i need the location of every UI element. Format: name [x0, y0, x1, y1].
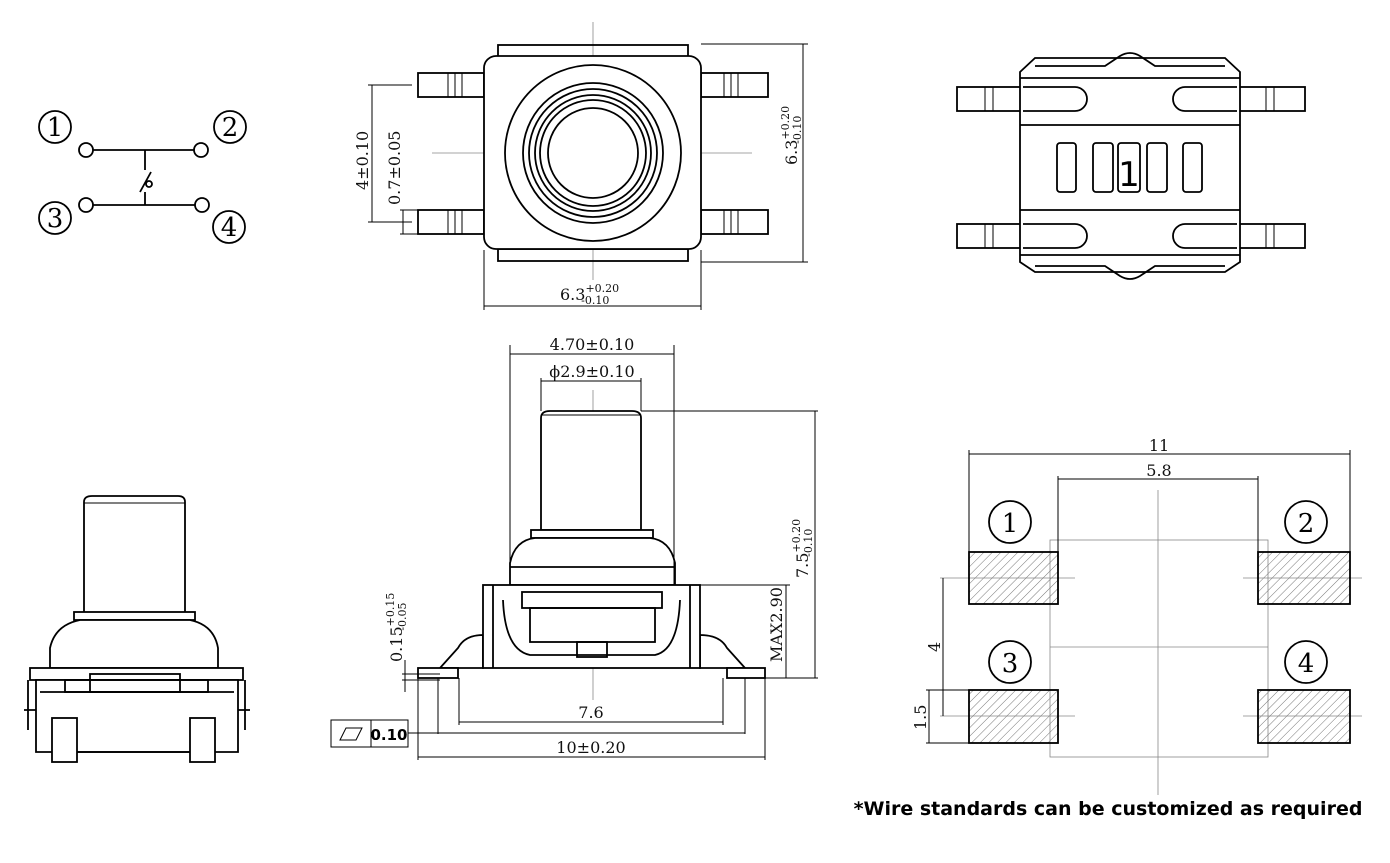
body-height-dim: MAX2.90: [767, 587, 786, 662]
back-view: 1: [956, 52, 1306, 280]
plunger-diameter-dim: ϕ2.9±0.10: [549, 362, 634, 381]
schematic-pin-4-label: 4: [221, 213, 238, 243]
pin-pitch-dim: 4±0.10: [353, 131, 372, 190]
dome-width-dim: 4.70±0.10: [550, 335, 635, 354]
standoff-dim: 0.15+0.15-0.05: [384, 593, 409, 662]
inner-width-dim: 5.8: [1146, 461, 1171, 480]
footnote: *Wire standards can be customized as req…: [854, 798, 1363, 820]
top-height-dim: 6.3+0.20-0.10: [779, 106, 804, 165]
top-view: 6.3+0.20-0.10 6.3+0.20-0.10 4±0.10 0.7±0…: [353, 22, 808, 310]
switch-schematic: 1 2 3 4: [38, 110, 247, 244]
pitch-dim: 4: [925, 642, 944, 652]
inner-span-dim: 7.6: [578, 703, 603, 722]
side-view: 4.70±0.10 ϕ2.9±0.10 7.5+0.20-0.10 MAX2.9…: [330, 335, 818, 760]
pad-4: [1257, 689, 1351, 744]
pad-2: [1257, 551, 1351, 605]
outer-width-dim: 11: [1149, 436, 1169, 455]
pad-1: [968, 551, 1059, 605]
pcb-footprint: 1 2 3 4 11 5.8 4 1.5: [911, 436, 1362, 795]
total-height-dim: 7.5+0.20-0.10: [790, 519, 815, 578]
pad-4-label: 4: [1298, 649, 1315, 679]
pad-2-label: 2: [1298, 509, 1315, 539]
pad-height-dim: 1.5: [911, 705, 930, 730]
perspective-view: [24, 495, 250, 763]
schematic-pin-1-label: 1: [47, 113, 64, 143]
top-width-dim: 6.3+0.20-0.10: [560, 282, 619, 307]
marking-text: 1: [1118, 155, 1140, 195]
flatness-tolerance: 0.10: [370, 726, 407, 744]
schematic-pin-3-label: 3: [47, 204, 64, 234]
outer-span-dim: 10±0.20: [556, 738, 625, 757]
schematic-pin-2-label: 2: [222, 113, 239, 143]
pin-width-dim: 0.7±0.05: [385, 131, 404, 205]
pad-3-label: 3: [1002, 649, 1019, 679]
pad-3: [968, 689, 1059, 744]
pad-1-label: 1: [1002, 509, 1019, 539]
flatness-icon: [339, 727, 363, 741]
